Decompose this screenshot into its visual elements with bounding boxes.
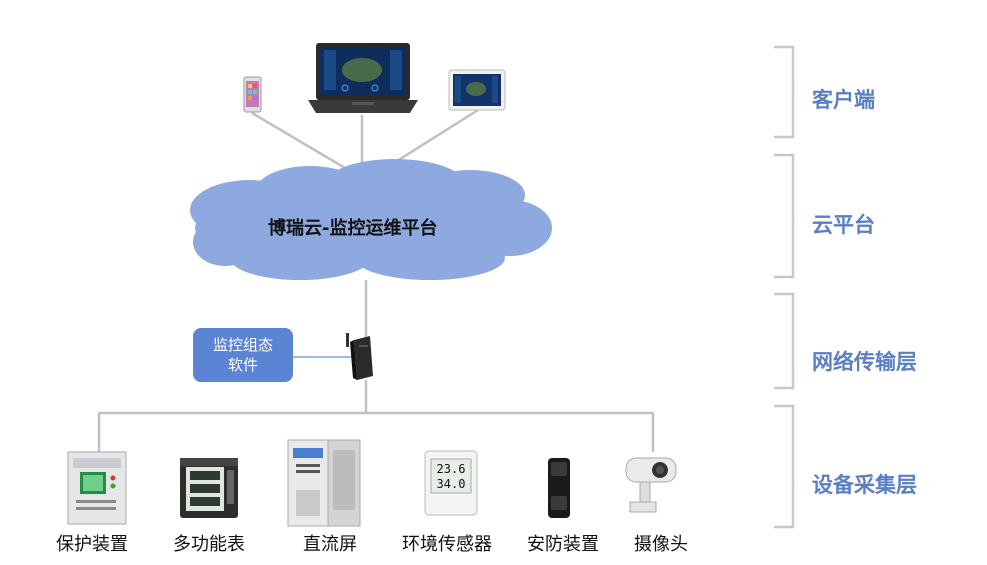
laptop-icon bbox=[308, 43, 418, 113]
cloud-platform-title: 博瑞云-监控运维平台 bbox=[268, 218, 438, 239]
monitoring-software-label: 监控组态软件 bbox=[213, 336, 274, 374]
device-label-env-sensor: 环境传感器 bbox=[402, 534, 492, 555]
humidity-readout: 34.0 bbox=[437, 477, 466, 491]
router-icon bbox=[346, 333, 373, 380]
layer-label-client: 客户端 bbox=[812, 88, 875, 112]
protection-device-icon bbox=[67, 451, 127, 525]
phone-icon bbox=[243, 76, 262, 113]
tablet-icon bbox=[448, 69, 506, 111]
multifunction-meter-icon bbox=[180, 458, 238, 518]
device-label-meter: 多功能表 bbox=[173, 534, 245, 555]
layer-label-cloud: 云平台 bbox=[812, 213, 875, 237]
dc-panel-icon bbox=[287, 439, 361, 527]
device-label-protection: 保护装置 bbox=[56, 534, 128, 555]
trunk-lines bbox=[97, 280, 655, 455]
environment-sensor-icon: 23.6 34.0 bbox=[424, 450, 478, 516]
layer-brackets bbox=[774, 45, 795, 529]
security-device-icon bbox=[548, 458, 570, 518]
cloud-shape bbox=[190, 159, 552, 280]
device-label-camera: 摄像头 bbox=[634, 534, 688, 555]
temperature-readout: 23.6 bbox=[437, 462, 466, 476]
monitoring-software-box: 监控组态软件 bbox=[193, 328, 293, 382]
layer-label-network: 网络传输层 bbox=[812, 350, 917, 374]
device-label-dc-panel: 直流屏 bbox=[303, 534, 357, 555]
layer-label-device: 设备采集层 bbox=[812, 473, 917, 497]
device-label-security: 安防装置 bbox=[527, 534, 599, 555]
camera-icon bbox=[625, 457, 677, 513]
